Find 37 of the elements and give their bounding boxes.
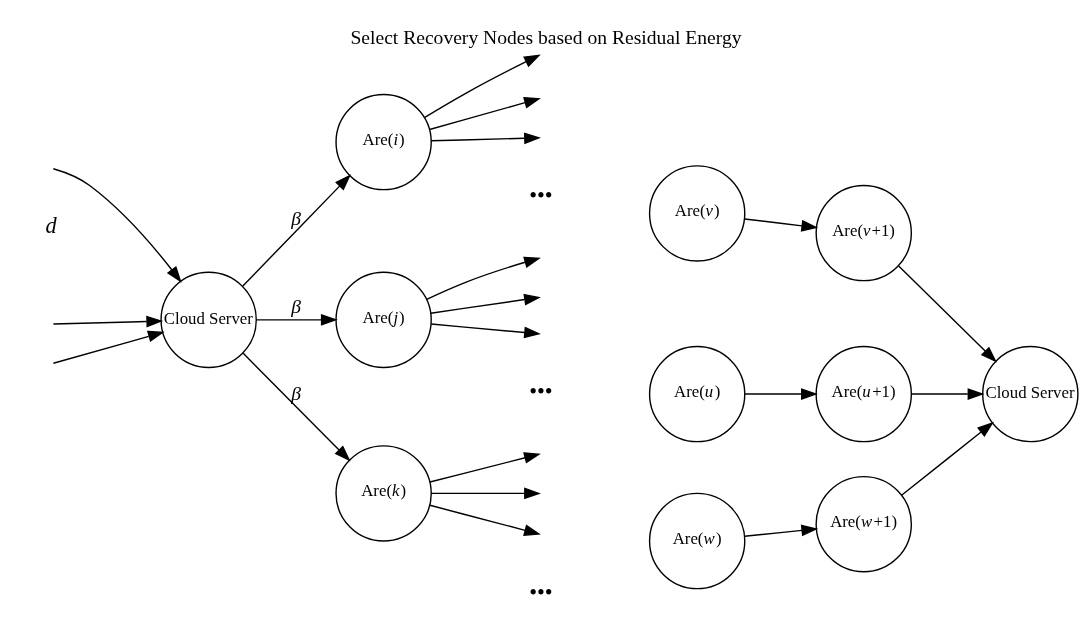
node-circle: Are(j) [335,271,432,369]
edge-label: β [291,382,302,404]
label: ••• [529,183,553,209]
node-circle: Are(w+1) [815,475,913,573]
arrow [744,388,818,400]
node-circle: Are(u) [648,345,746,443]
arrow [424,54,541,119]
label: ••• [529,579,553,605]
node-circle: Cloud Server [160,271,257,369]
arrow [428,97,541,131]
arrow [430,132,541,145]
arrow [743,524,819,537]
arrow [52,168,182,283]
edge-label: β [291,207,302,229]
node-circle: Are(u+1) [815,345,913,443]
arrow [255,313,338,326]
label: ••• [529,379,553,405]
arrow [426,256,541,300]
node-circle: Are(v+1) [815,184,913,282]
arrow [901,421,994,496]
arrow [897,265,997,363]
label: d [45,212,57,238]
node-circle: Are(v) [648,165,746,262]
arrow [242,174,352,287]
arrow [429,452,541,483]
arrow [242,352,351,462]
diagram-title: Select Recovery Nodes based on Residual Energy [350,26,742,48]
arrow [429,504,541,536]
arrow [52,315,164,328]
node-circle: Are(w) [648,492,746,590]
arrow [743,218,819,232]
arrow [52,330,165,364]
arrow [430,323,541,339]
arrow [430,487,541,500]
edge-label: β [291,296,302,318]
arrow [430,293,541,314]
arrow [910,388,985,400]
